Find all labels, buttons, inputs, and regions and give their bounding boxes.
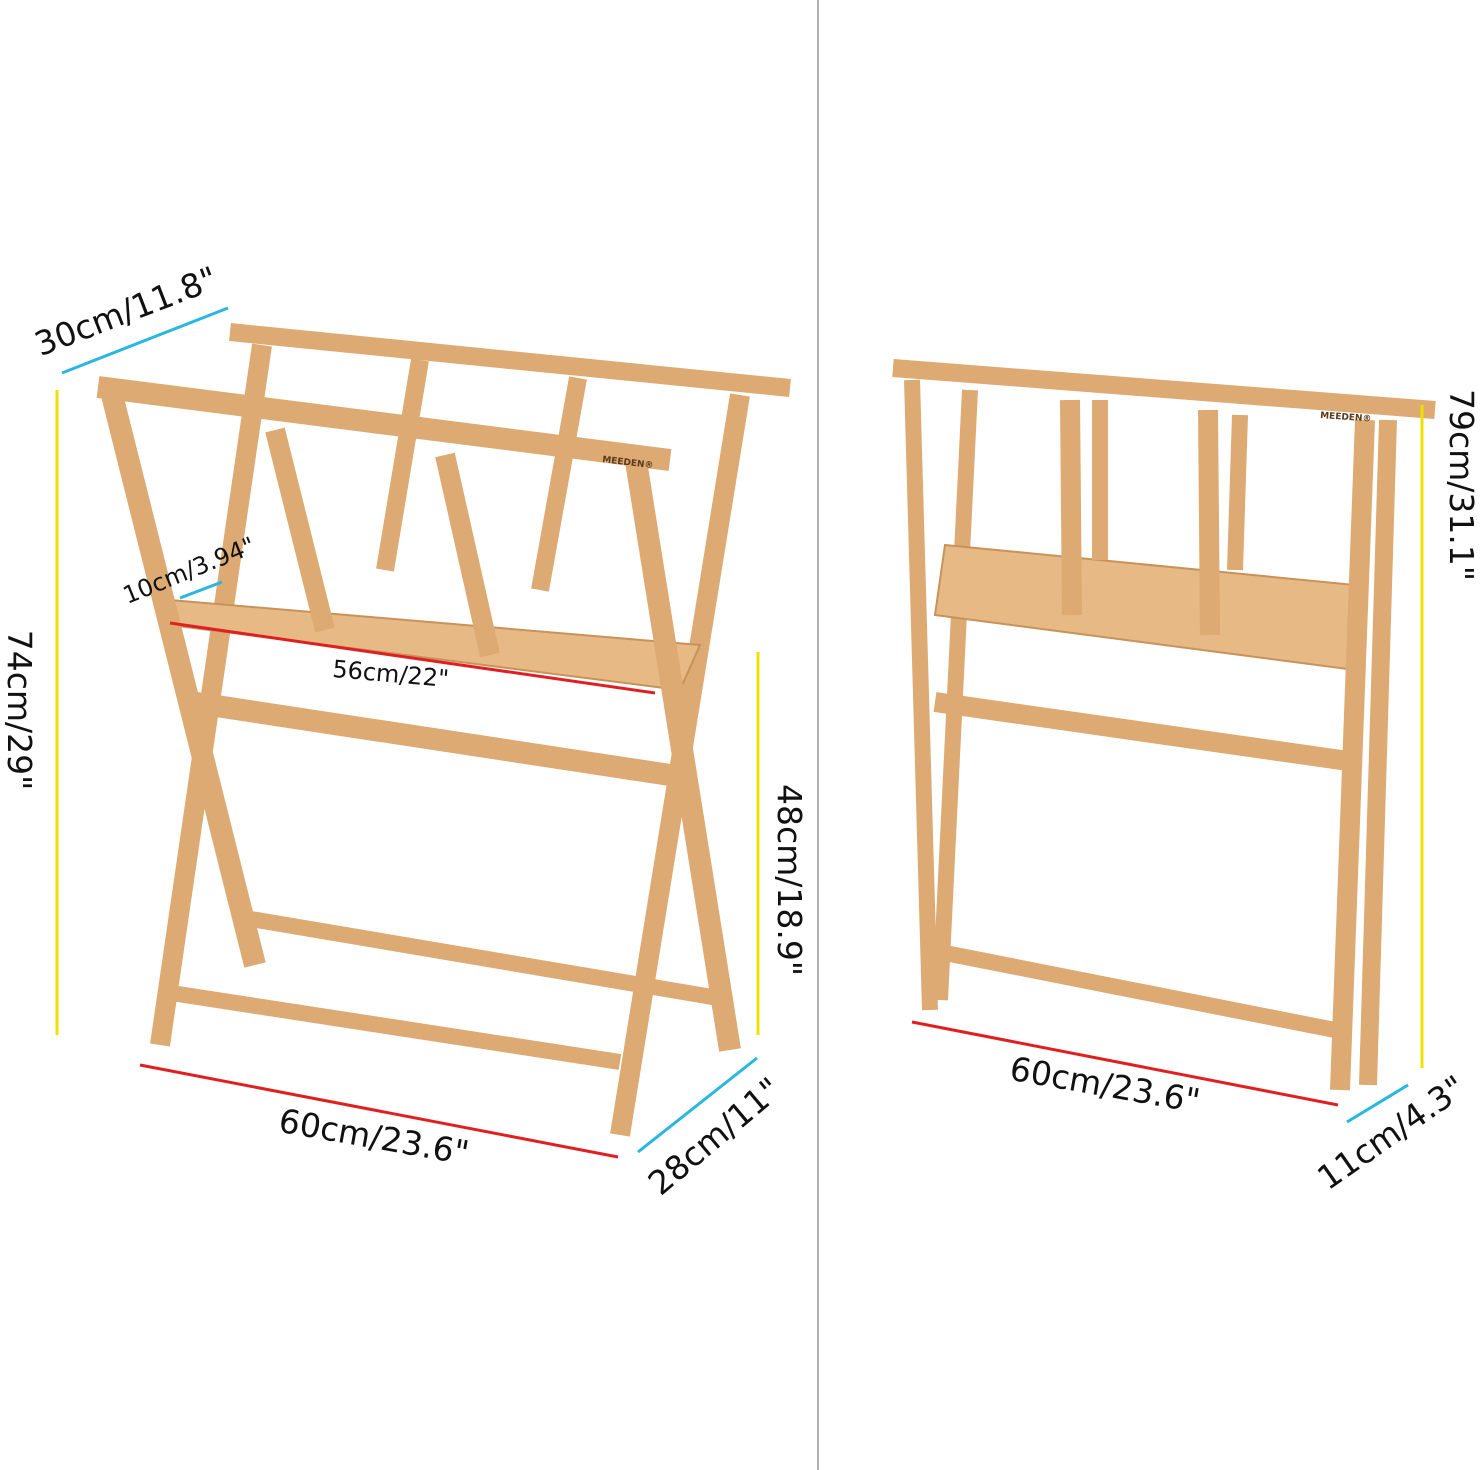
folded-shelf: [933, 543, 1356, 672]
front-left-leg: [101, 392, 266, 968]
right-leg: [1359, 419, 1397, 1086]
left-leg: [904, 379, 938, 1011]
brand-logo: MEEDEN®: [1320, 411, 1372, 425]
middle-bar: [933, 692, 1357, 772]
label-folded-height: 79cm/31.1": [1442, 389, 1481, 581]
back-divider: [376, 358, 429, 572]
base-width-line: [139, 1063, 619, 1159]
front-top-rail: [96, 376, 672, 471]
folded-width-line: [911, 1020, 1339, 1107]
depth-top-line: [61, 306, 229, 375]
folded-stand: MEEDEN®: [892, 359, 1436, 1091]
back-divider: [531, 376, 587, 592]
bottom-front-bar: [163, 984, 622, 1070]
shelf-width-line: [169, 621, 656, 695]
top-rail: [892, 359, 1436, 419]
bottom-back-bar: [243, 910, 732, 1008]
shelf-depth-line: [179, 580, 223, 600]
slat: [1198, 409, 1220, 636]
front-right-leg: [624, 453, 741, 1052]
bottom-bar: [938, 944, 1337, 1038]
slat: [1060, 399, 1082, 616]
front-divider: [265, 427, 335, 633]
back-top-rail: [229, 323, 791, 397]
unfolded-stand: MEEDEN®: [96, 323, 791, 1137]
base-depth-line: [637, 1056, 758, 1154]
front-divider: [435, 452, 500, 658]
middle-bar: [188, 691, 672, 786]
label-shelf-height: 48cm/18.9": [770, 784, 809, 976]
label-height-total: 74cm/29": [0, 630, 39, 791]
folded-depth-line: [1346, 1083, 1409, 1124]
slat: [1227, 414, 1248, 571]
dimension-lines: [55, 306, 1424, 1159]
right-leg: [1330, 419, 1375, 1091]
